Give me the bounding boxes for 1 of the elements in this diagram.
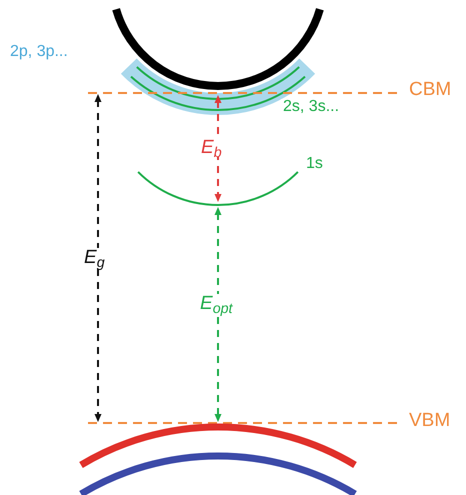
- energy-label: E$_{b}$: [199, 138, 224, 157]
